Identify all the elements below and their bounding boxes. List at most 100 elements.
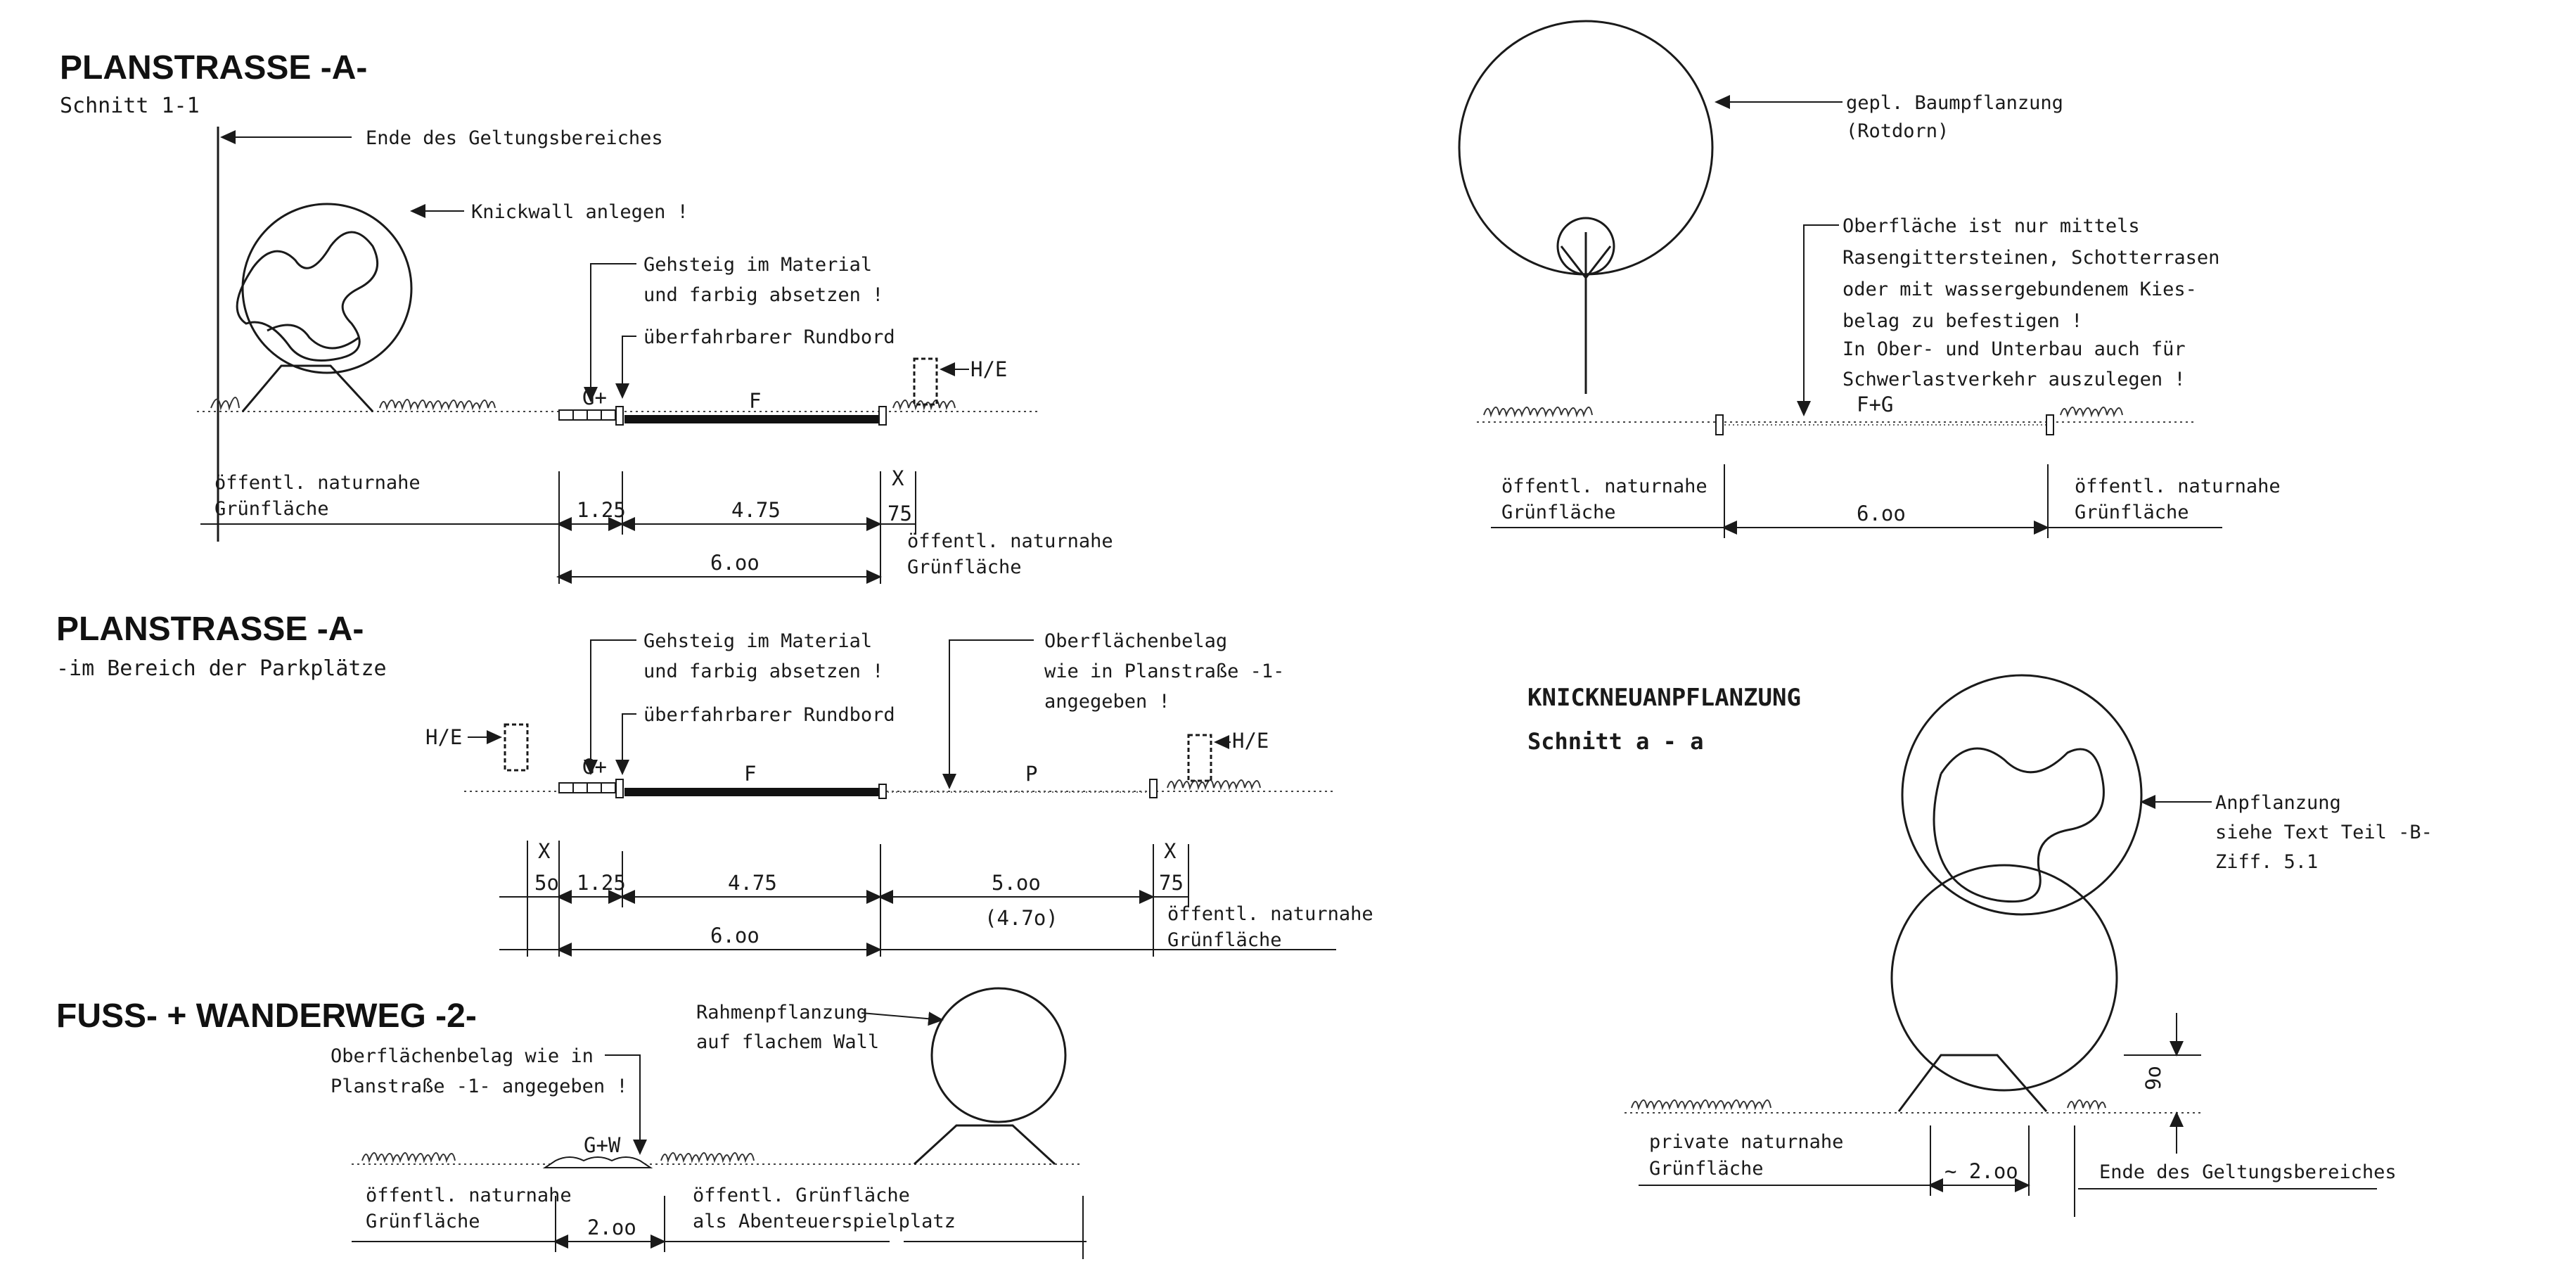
knickwall-label: Knickwall anlegen ! [471, 201, 688, 223]
limit5-label: Ende des Geltungsbereiches [2099, 1161, 2397, 1183]
f-label: F [749, 389, 761, 413]
surface3-label-2: Planstraße -1- angegeben ! [331, 1076, 628, 1097]
curb2-right [1149, 779, 1158, 798]
x-label: X [892, 466, 904, 490]
path-surface [542, 1156, 653, 1168]
planting-label-1: Anpflanzung [2215, 792, 2341, 814]
lower-hedge-symbol [1890, 864, 2118, 1092]
section-fg-path: gepl. Baumpflanzung (Rotdorn) Oberfläche… [1458, 20, 2281, 538]
hedge-scribble [236, 231, 379, 362]
curb-left [615, 406, 624, 426]
curb2-left [615, 779, 624, 798]
surface4-label-3: oder mit wassergebundenem Kies- [1843, 279, 2197, 300]
surface4-label-4: belag zu befestigen ! [1843, 310, 2082, 332]
frame-hedge-symbol [930, 987, 1067, 1123]
section2-title: PLANSTRASSE -A- [56, 611, 364, 648]
knick-wall [241, 364, 374, 413]
curb-right [878, 406, 887, 426]
he2-right-symbol [1187, 734, 1212, 782]
surface4-label-6: Schwerlastverkehr auszulegen ! [1843, 369, 2186, 390]
curb-arrow [615, 336, 636, 399]
hedge-symbol [241, 203, 413, 374]
x2-left-label: X [538, 839, 551, 863]
tree-trunk [1560, 232, 1612, 394]
he2-left-label: H/E [425, 725, 462, 749]
green-right-label-2: Grünfläche [907, 556, 1022, 578]
dim3-value: 75 [887, 502, 912, 525]
sidewalk2-label-1: Gehsteig im Material [643, 630, 872, 652]
green3-right-label-2: als Abenteuerspielplatz [693, 1211, 956, 1232]
green2-right-label-1: öffentl. naturnahe [1167, 903, 1373, 925]
grass5-strip [1631, 1099, 2106, 1111]
dim2-1-value: 1.25 [577, 871, 626, 895]
surface2-label-3: angegeben ! [1044, 691, 1170, 713]
section1-subtitle: Schnitt 1-1 [60, 94, 200, 118]
upper-hedge-symbol [1901, 674, 2143, 916]
grass2-strip [1167, 779, 1261, 791]
surface4-label-5: In Ober- und Unterbau auch für [1843, 338, 2186, 360]
p-label: P [1025, 762, 1037, 786]
green5-left-label-1: private naturnahe [1649, 1131, 1843, 1153]
dim3-value: 2.oo [587, 1216, 636, 1239]
green3-left-label-1: öffentl. naturnahe [366, 1185, 572, 1206]
gw-label: G+W [584, 1133, 621, 1157]
sidewalk-label-1: Gehsteig im Material [643, 254, 872, 276]
section2-subtitle: -im Bereich der Parkplätze [56, 656, 387, 681]
tree-label-1: gepl. Baumpflanzung [1846, 92, 2063, 114]
tree-small-crown [1556, 217, 1615, 276]
curb-label: überfahrbarer Rundbord [643, 326, 895, 348]
hedge-inner-scribble [1933, 747, 2105, 903]
curb2-arrow [615, 713, 636, 775]
g-plus-label: G+ [582, 385, 607, 409]
planting-label-2: siehe Text Teil -B- [2215, 822, 2433, 843]
surface2-arrow [942, 639, 1034, 789]
limit-label: Ende des Geltungsbereiches [366, 127, 663, 149]
tree-label-2: (Rotdorn) [1846, 120, 1949, 142]
surface4-label-1: Oberfläche ist nur mittels [1843, 215, 2140, 237]
x2-right-label: X [1164, 839, 1177, 863]
green3-left-label-2: Grünfläche [366, 1211, 480, 1232]
surface2-label-2: wie in Planstraße -1- [1044, 661, 1284, 682]
section1-title: PLANSTRASSE -A- [60, 49, 367, 87]
dim2-value: 4.75 [731, 498, 781, 522]
green4-right-label-2: Grünfläche [2075, 502, 2189, 523]
dim-total-value: 6.oo [710, 551, 760, 575]
he2-left-symbol [504, 723, 529, 772]
surface2-label-1: Oberflächenbelag [1044, 630, 1227, 652]
section5-subtitle: Schnitt a - a [1527, 728, 1703, 755]
green4-left-label-1: öffentl. naturnahe [1501, 476, 1707, 497]
green-left-label-2: Grünfläche [214, 498, 329, 520]
dim5-value: ~ 2.oo [1944, 1159, 2018, 1183]
he-label: H/E [970, 357, 1007, 381]
dim2-3b-value: (4.7o) [985, 906, 1058, 930]
height-value: 9o [2141, 1066, 2165, 1090]
dim4-value: 6.oo [1857, 502, 1906, 525]
curb2-label: überfahrbarer Rundbord [643, 704, 895, 726]
dim2-0-value: 5o [534, 871, 559, 895]
knick-wall-new [1897, 1054, 2048, 1112]
section-planstrasse-schnitt-1: PLANSTRASSE -A- Schnitt 1-1 Ende des Gel… [60, 49, 1113, 584]
surface4-label-2: Rasengittersteinen, Schotterrasen [1843, 247, 2219, 269]
section-wanderweg: FUSS- + WANDERWEG -2- Oberflächenbelag w… [56, 987, 1087, 1259]
surface3-label-1: Oberflächenbelag wie in [331, 1045, 594, 1067]
section3-title: FUSS- + WANDERWEG -2- [56, 997, 477, 1035]
surface4-arrow [1797, 224, 1839, 416]
dim2-total-value: 6.oo [710, 924, 760, 948]
green-left-label-1: öffentl. naturnahe [214, 472, 421, 494]
planting-label-3: Ziff. 5.1 [2215, 851, 2318, 873]
sidewalk2-label-2: und farbig absetzen ! [643, 661, 883, 682]
frame-label-1: Rahmenpflanzung [696, 1002, 868, 1023]
section5-title: KNICKNEUANPFLANZUNG [1527, 684, 1801, 712]
surface3-arrow [605, 1054, 647, 1155]
section-knickneuanpflanzung: KNICKNEUANPFLANZUNG Schnitt a - a Anpfla… [1527, 674, 2433, 1217]
frame-label-2: auf flachem Wall [696, 1031, 879, 1053]
dim2-4-value: 75 [1159, 871, 1184, 895]
curb4-right [2046, 414, 2054, 435]
sidewalk2-arrow [584, 639, 636, 775]
frame-arrow [861, 1012, 944, 1026]
section-planstrasse-parkplaetze: PLANSTRASSE -A- -im Bereich der Parkplät… [56, 611, 1373, 957]
he-symbol [913, 357, 938, 406]
grass3-strip [361, 1152, 755, 1163]
curb4-left [1715, 414, 1724, 435]
g-plus2-label: G+ [582, 755, 607, 779]
